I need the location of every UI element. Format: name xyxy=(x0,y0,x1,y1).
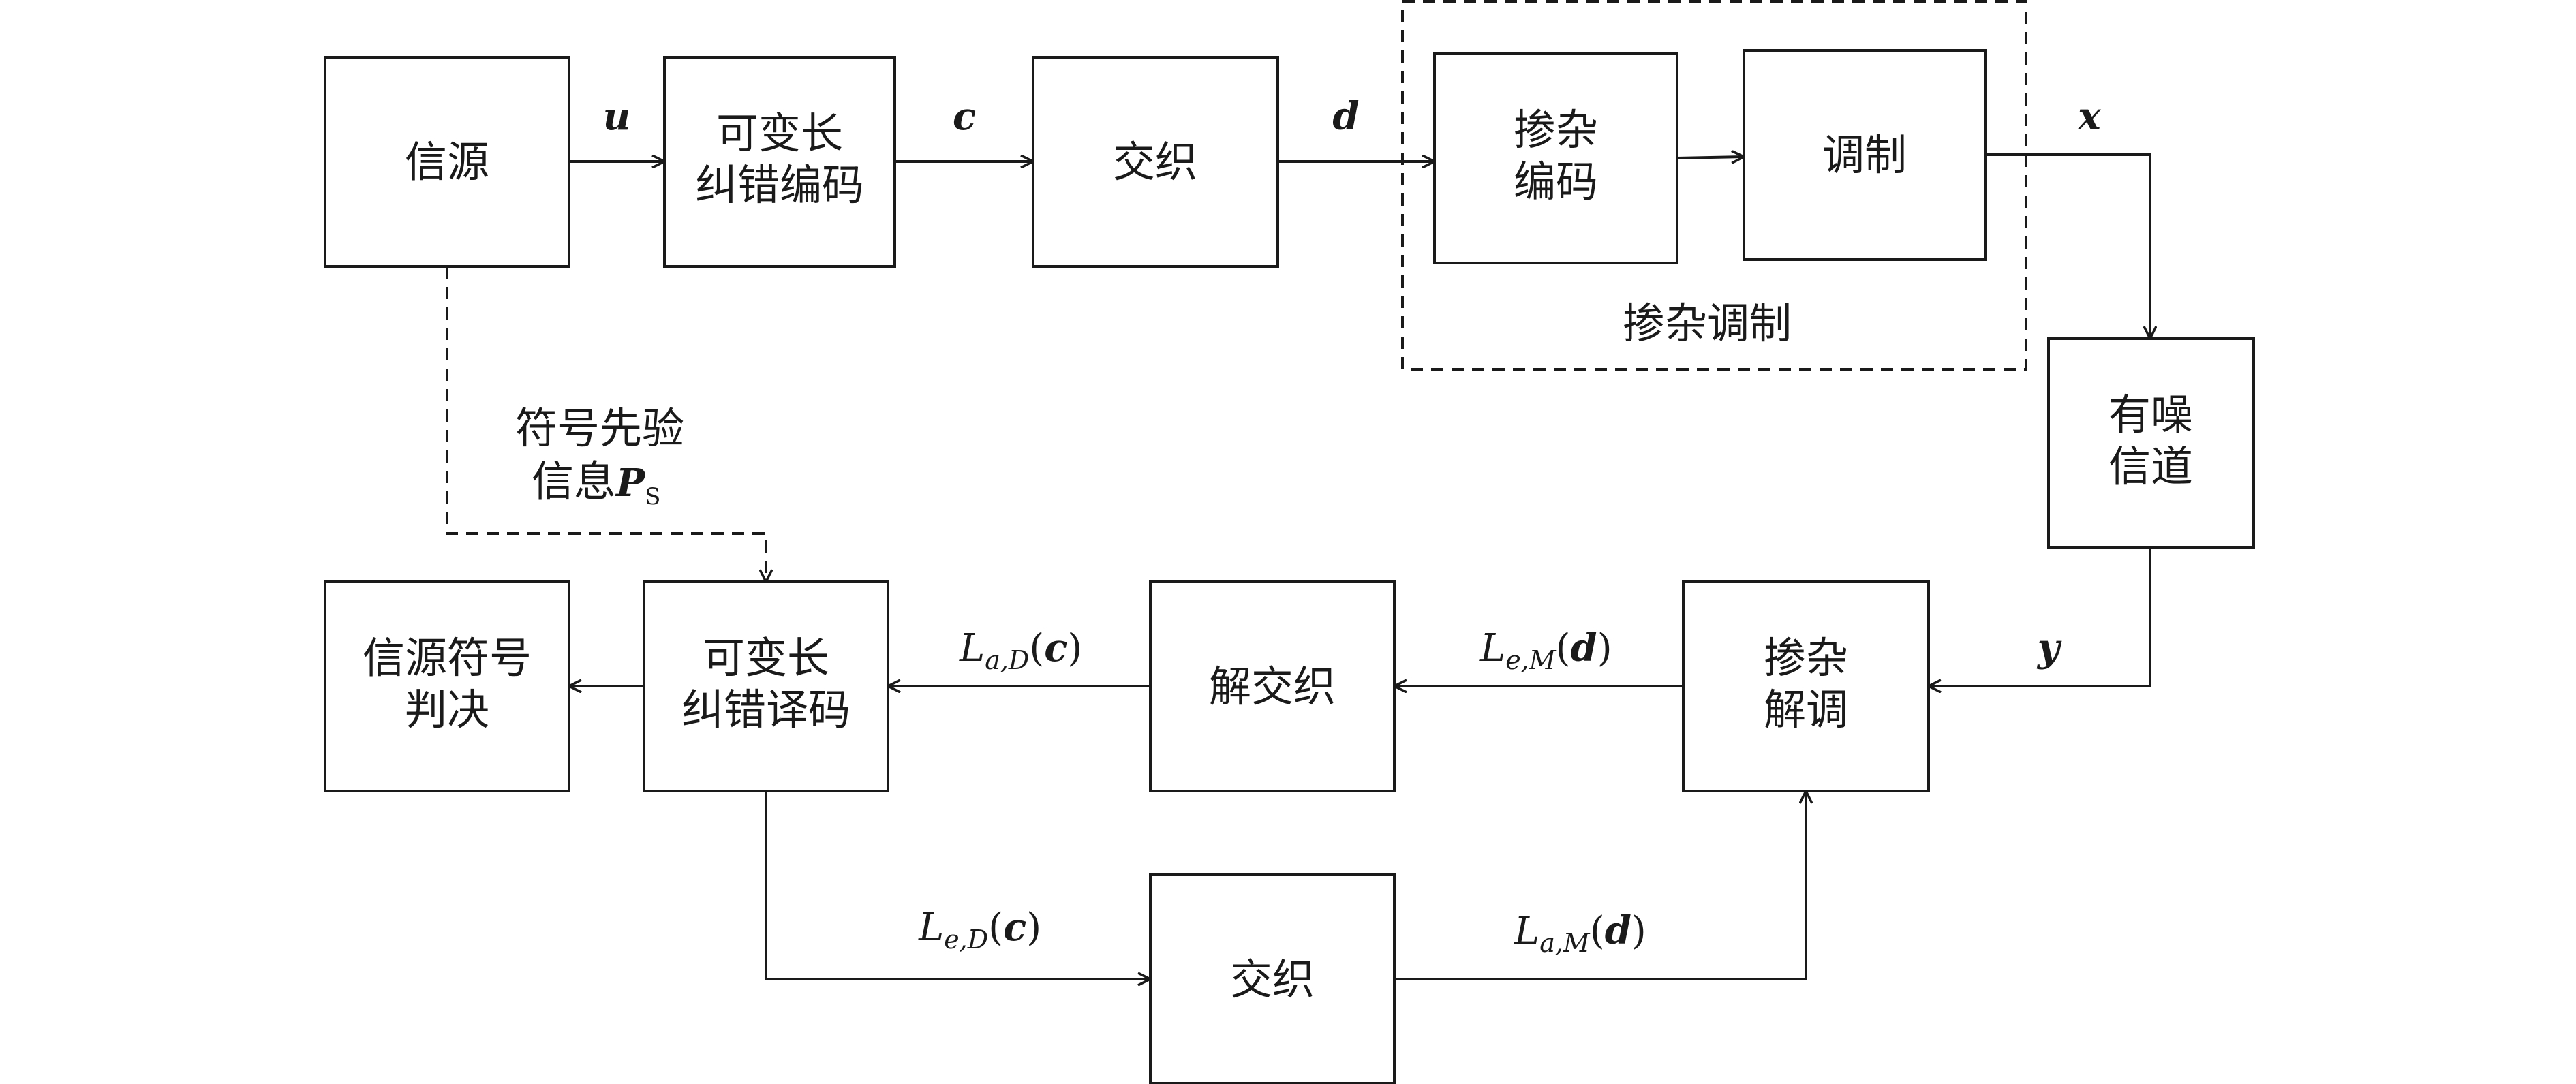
llr-a-m-label: La,M(d) xyxy=(1514,908,1646,958)
llr-e-m-sub: e,M xyxy=(1505,645,1557,675)
llr-e-m-label: Le,M(d) xyxy=(1479,625,1612,675)
decoder-label-line2: 纠错译码 xyxy=(681,685,850,734)
scrambled-modulation-group xyxy=(1401,0,2027,371)
decision-label-line2: 判决 xyxy=(405,685,489,734)
scramble-coding-label-line2: 编码 xyxy=(1514,157,1598,206)
prior-symbol: P xyxy=(615,461,646,506)
decoder-block xyxy=(643,580,889,792)
llr-e-d-sub: e,D xyxy=(944,925,988,955)
prior-symbol-sub: S xyxy=(645,483,660,510)
llr-a-m-L: L xyxy=(1514,909,1539,953)
interleaver-top-block xyxy=(1032,56,1279,268)
llr-a-m-arg: d xyxy=(1605,908,1631,953)
llr-e-m-lparen: ( xyxy=(1556,626,1571,670)
prior-info-label-line2: 信息PS xyxy=(532,456,660,510)
scramble-coding-block xyxy=(1433,52,1678,264)
encoder-block xyxy=(663,56,896,268)
arrow-decoder-to-interleaver xyxy=(765,791,1150,979)
scramble-coding-label-line1: 掺杂 xyxy=(1514,105,1598,155)
llr-e-m-rparen: ) xyxy=(1597,626,1612,670)
channel-label-line1: 有噪 xyxy=(2109,390,2193,439)
encoder-label-line2: 纠错编码 xyxy=(695,160,864,210)
llr-a-d-arg: c xyxy=(1044,625,1067,670)
source-label: 信源 xyxy=(405,137,489,187)
llr-a-m-sub: a,M xyxy=(1539,928,1591,958)
llr-e-d-label: Le,D(c) xyxy=(918,905,1041,955)
prior-info-text: 信息 xyxy=(532,456,616,506)
llr-a-d-lparen: ( xyxy=(1029,626,1044,670)
arrow-interleaver-to-demod xyxy=(1394,791,1806,980)
llr-e-d-arg: c xyxy=(1003,905,1026,950)
llr-e-d-lparen: ( xyxy=(988,905,1003,950)
llr-e-d-L: L xyxy=(918,905,944,950)
deinterleaver-label: 解交织 xyxy=(1209,662,1336,711)
signal-y-label: y xyxy=(2036,625,2062,670)
llr-e-m-arg: d xyxy=(1571,625,1597,670)
channel-label-line2: 信道 xyxy=(2109,442,2193,491)
interleaver-bottom-label: 交织 xyxy=(1230,955,1315,1004)
llr-a-m-rparen: ) xyxy=(1631,909,1646,953)
signal-c-label: c xyxy=(953,94,976,139)
scrambled-modulation-label: 掺杂调制 xyxy=(1623,298,1792,348)
demod-label-line1: 掺杂 xyxy=(1764,633,1848,683)
prior-info-label-line1: 符号先验 xyxy=(515,403,684,453)
signal-d-label: d xyxy=(1332,94,1359,139)
decision-label-line1: 信源符号 xyxy=(363,633,532,683)
modulation-label: 调制 xyxy=(1822,130,1907,180)
demod-label-line2: 解调 xyxy=(1764,685,1848,734)
arrow-y xyxy=(1929,548,2151,686)
llr-a-d-sub: a,D xyxy=(985,645,1029,675)
arrow-x xyxy=(1986,153,2150,339)
llr-e-m-L: L xyxy=(1479,626,1505,670)
demod-block xyxy=(1682,580,1930,792)
signal-u-label: u xyxy=(603,94,631,139)
decoder-label-line1: 可变长 xyxy=(703,633,829,683)
llr-a-m-lparen: ( xyxy=(1590,909,1605,953)
arrow-coding-to-mod xyxy=(1676,157,1744,158)
encoder-label-line1: 可变长 xyxy=(716,108,843,158)
interleaver-top-label: 交织 xyxy=(1113,137,1197,187)
interleaver-bottom-block xyxy=(1149,873,1396,1084)
llr-a-d-label: La,D(c) xyxy=(959,625,1082,675)
signal-x-label: x xyxy=(2077,94,2101,139)
channel-block xyxy=(2047,337,2255,549)
arrow-prior-info xyxy=(446,266,766,582)
llr-a-d-rparen: ) xyxy=(1067,626,1082,670)
llr-a-d-L: L xyxy=(959,626,985,670)
llr-e-d-rparen: ) xyxy=(1026,905,1041,950)
